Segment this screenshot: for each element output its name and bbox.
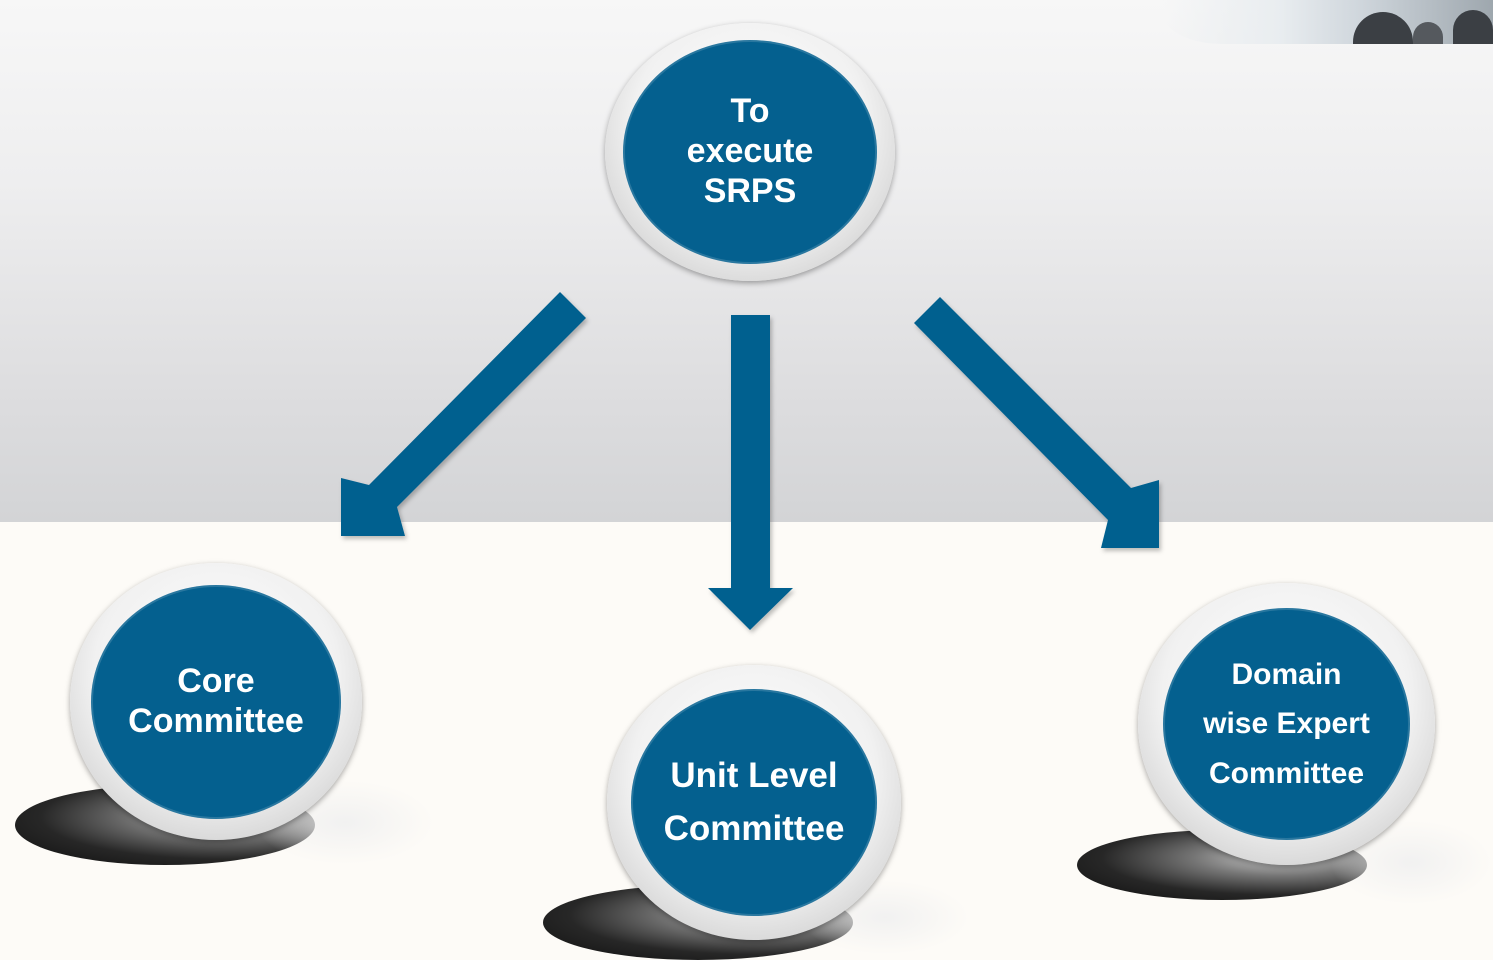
core-committee-label: Core Committee (128, 662, 304, 740)
root-node: To execute SRPS (605, 23, 895, 281)
photo-figure (1413, 22, 1443, 44)
core-committee-node: Core Committee (70, 563, 362, 840)
domain-wise-expert-committee-node: Domain wise Expert Committee (1138, 583, 1435, 865)
photo-figure (1453, 10, 1493, 44)
arrow-to-domain (914, 297, 1159, 548)
domain-wise-expert-committee-label: Domain wise Expert Committee (1203, 657, 1370, 790)
domain-wise-expert-committee-disc: Domain wise Expert Committee (1163, 608, 1410, 840)
unit-level-committee-label: Unit Level Committee (663, 756, 845, 848)
unit-level-committee-node: Unit Level Committee (607, 665, 901, 940)
corner-photo (1163, 0, 1493, 44)
arrow-to-core (341, 292, 586, 536)
root-disc: To execute SRPS (623, 40, 877, 264)
core-committee-disc: Core Committee (91, 585, 341, 819)
unit-level-committee-disc: Unit Level Committee (631, 689, 877, 916)
arrow-to-unit (708, 315, 793, 630)
root-label: To execute SRPS (686, 92, 814, 210)
